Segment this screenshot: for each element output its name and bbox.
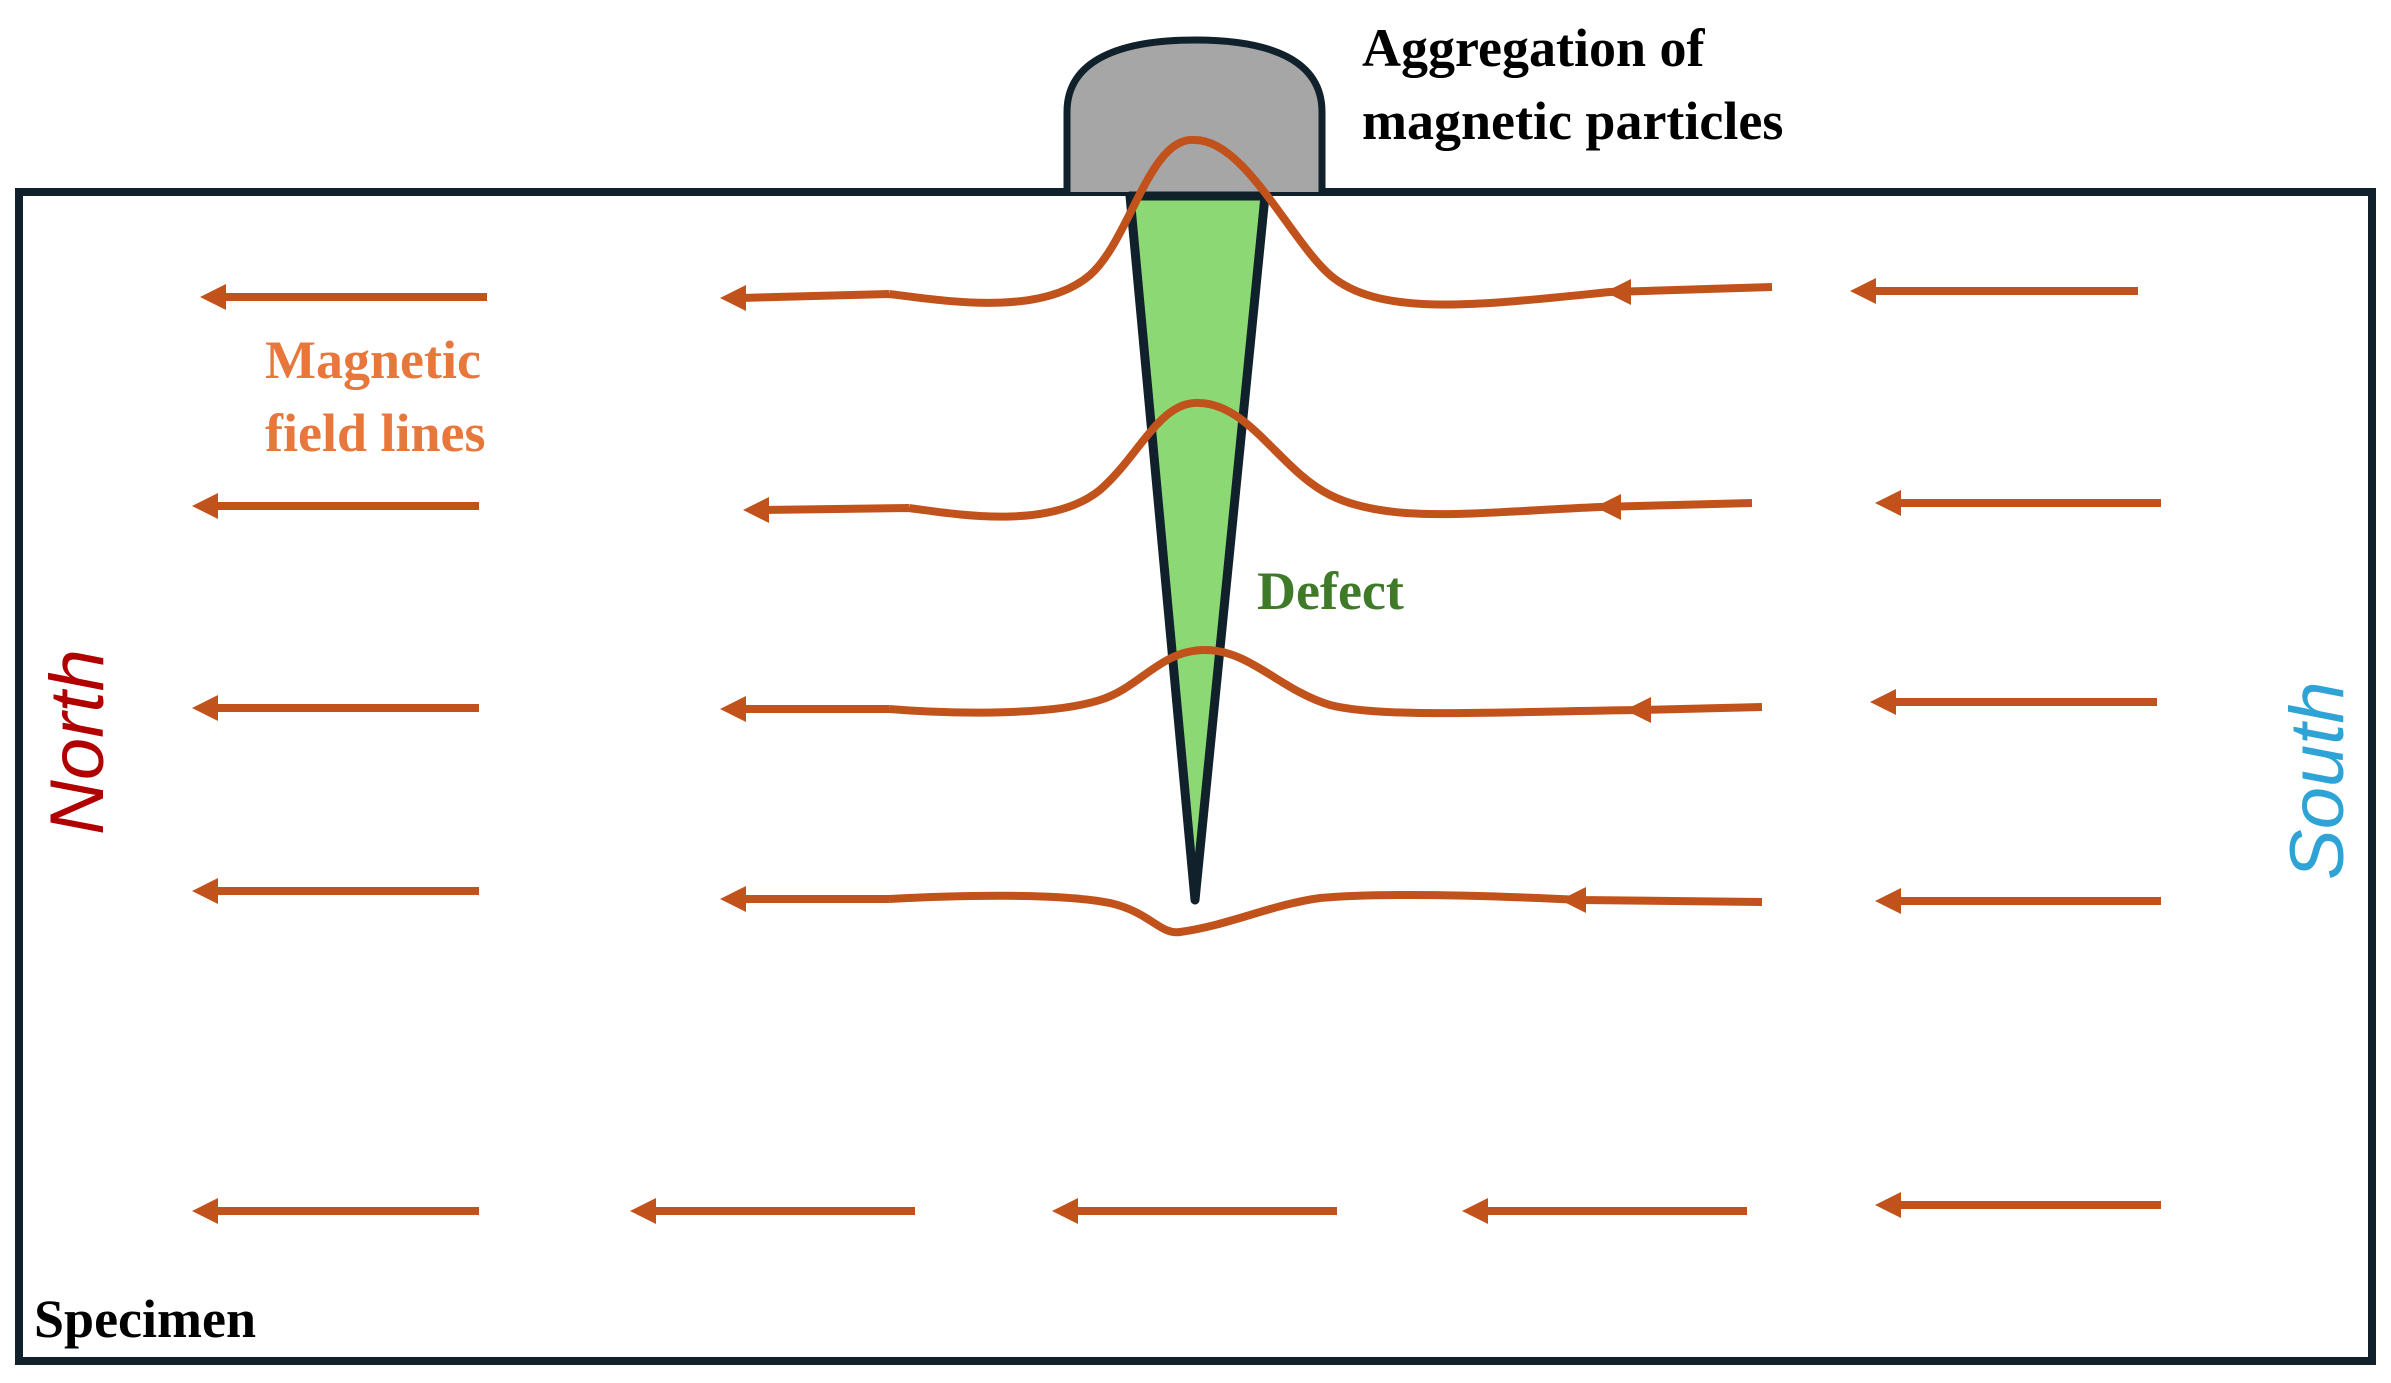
magnetic-field-lines	[192, 135, 2161, 1224]
field-arrow-head	[192, 695, 218, 721]
field-arrow-head	[200, 284, 226, 310]
defect-crack	[1125, 191, 1270, 905]
field-arrow-head	[1462, 1198, 1488, 1224]
field-line-curved	[740, 891, 1763, 937]
field-lines-label-line1: Magnetic	[265, 330, 481, 390]
field-arrow-head	[630, 1198, 656, 1224]
magnetic-particle-aggregation	[1063, 36, 1326, 192]
field-arrow-head	[1052, 1198, 1078, 1224]
aggregation-label-line1: Aggregation of	[1362, 18, 1705, 78]
field-arrow-head	[720, 696, 746, 722]
field-arrow-head	[1875, 1192, 1901, 1218]
field-arrow-head	[1870, 689, 1896, 715]
field-arrow-head	[1625, 697, 1651, 723]
field-arrow-head	[192, 878, 218, 904]
specimen-label: Specimen	[34, 1289, 256, 1349]
field-arrow-head	[192, 493, 218, 519]
field-lines-label-line2: field lines	[265, 403, 486, 463]
field-arrow-head	[1595, 494, 1621, 520]
aggregation-label-line2: magnetic particles	[1362, 91, 1783, 151]
south-pole-label: South	[2275, 681, 2360, 880]
field-arrow-head	[1560, 887, 1586, 913]
field-arrow-head	[743, 497, 769, 523]
field-line-curved	[761, 398, 1753, 521]
field-arrow-head	[1875, 888, 1901, 914]
field-arrow-head	[1850, 278, 1876, 304]
field-arrow-head	[720, 886, 746, 912]
field-arrow-head	[1605, 279, 1631, 305]
field-arrow-head	[720, 285, 746, 311]
field-line-curved	[740, 645, 1763, 718]
defect-label: Defect	[1257, 561, 1404, 621]
field-arrow-head	[1875, 490, 1901, 516]
north-pole-label: North	[35, 649, 120, 835]
field-line-curved	[739, 135, 1773, 309]
field-arrow-head	[192, 1198, 218, 1224]
